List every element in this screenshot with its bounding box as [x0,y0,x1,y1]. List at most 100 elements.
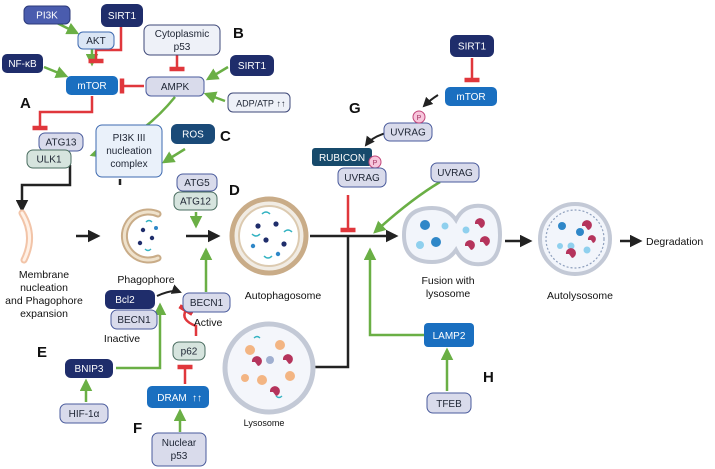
node-atg5-label: ATG5 [184,178,210,189]
node-dram-arrows: ↑↑ [192,393,202,404]
node-cytoplasmic-p53: Cytoplasmic p53 [143,24,221,56]
node-lamp2: LAMP2 [424,323,474,347]
node-atg12-label: ATG12 [180,197,211,208]
autophagosome-illustration [229,196,309,276]
node-nuclear-p53-line2: p53 [171,451,188,462]
fusion-illustration [401,203,503,267]
node-ulk1-label: ULK1 [36,155,61,166]
node-ulk1: ULK1 [26,149,72,169]
node-sirt1-g: SIRT1 [450,35,494,57]
node-ros: ROS [171,124,215,144]
node-pi3k-iii-line3: complex [110,159,147,170]
caption-degradation: Degradation [646,236,703,248]
edge-ros-pi3k3 [161,147,186,164]
caption-lysosome: Lysosome [244,418,285,428]
node-atg5: ATG5 [176,173,218,192]
node-bcl2: Bcl2 [105,290,155,309]
caption-fusion-1: Fusion with [421,275,474,287]
node-becn1-inactive: BECN1 [110,309,158,330]
node-uvrag-g-label: UVRAG [390,128,426,139]
caption-membrane-4: expansion [20,308,68,320]
node-atg12: ATG12 [173,191,218,211]
edge-lamp2-fusion [363,247,425,337]
edge-bcl2-becn1 [156,284,182,297]
node-rubicon: RUBICON P [312,148,382,169]
node-becn1-active: BECN1 [182,292,231,313]
node-becn1-inactive-label: BECN1 [117,315,151,326]
node-tfeb-label: TFEB [436,399,462,410]
edge-uvrag-fusion [373,180,441,234]
node-atg13: ATG13 [38,132,84,152]
edge-nfkb-mtor [43,65,69,78]
caption-membrane-2: nucleation [20,282,68,294]
caption-membrane-1: Membrane [19,269,69,281]
node-mtor-a: mTOR [66,76,118,95]
node-nuclear-p53: Nuclear p53 [151,432,207,467]
node-pi3k-label: PI3K [36,11,58,22]
node-hif1a-label: HIF-1α [69,409,100,420]
node-uvrag-g: UVRAG P [383,110,433,142]
caption-autolysosome: Autolysosome [547,290,613,302]
node-mtor-a-label: mTOR [77,81,106,92]
node-atg13-label: ATG13 [46,138,77,149]
node-nuclear-p53-line1: Nuclear [162,438,197,449]
panel-letter-d: D [229,182,240,199]
edge-sirt1-mtor-inhibit [88,27,123,64]
panel-letter-f: F [133,420,142,437]
node-uvrag-rubicon: UVRAG [337,167,387,188]
node-pi3k-iii-complex: PI3K III nucleation complex [95,124,163,178]
node-cytoplasmic-p53-line2: p53 [174,42,191,53]
node-akt: AKT [77,31,115,50]
caption-active: Active [194,317,223,329]
node-bcl2-label: Bcl2 [115,295,135,306]
node-sirt1-b: SIRT1 [230,55,274,76]
node-akt-label: AKT [86,36,105,47]
node-sirt1-b-label: SIRT1 [238,61,267,72]
edge-mtor-atg13-inhibit [32,96,94,131]
edge-mtor-uvrag [422,94,439,108]
panel-letter-g: G [349,100,361,117]
caption-fusion-2: lysosome [426,288,471,300]
node-dram-label: DRAM [157,393,186,404]
node-sirt1-top-label: SIRT1 [108,11,137,22]
node-pi3k-iii-line1: PI3K III [113,133,146,144]
edge-init-flow [15,165,72,213]
node-adp-atp-arrows: ↑↑ [277,99,286,109]
edge-adp-ampk [203,91,226,104]
node-bnip3-label: BNIP3 [75,364,104,375]
node-pi3k: PI3K [23,5,71,25]
node-hif1a: HIF-1α [59,403,109,424]
node-mtor-g: mTOR [445,87,497,106]
caption-inactive: Inactive [104,333,140,345]
node-sirt1-g-label: SIRT1 [458,42,487,53]
autolysosome-illustration [538,202,612,276]
caption-membrane-3: and Phagophore [5,295,83,307]
node-sirt1-top: SIRT1 [101,4,143,27]
node-nfkb: NF-κB [2,54,43,73]
phospho-badge-rubicon-label: P [373,160,378,167]
panel-letter-h: H [483,369,494,386]
node-becn1-active-label: BECN1 [190,298,224,309]
node-p62-label: p62 [181,347,198,358]
caption-autophagosome: Autophagosome [245,290,322,302]
node-uvrag-rubicon-label: UVRAG [344,173,380,184]
panel-letter-b: B [233,25,244,42]
node-dram: DRAM ↑↑ [147,386,209,408]
node-mtor-g-label: mTOR [456,92,485,103]
panel-letter-e: E [37,344,47,361]
edge-bnip3-bcl2 [116,302,167,370]
panel-letter-c: C [220,128,231,145]
edge-lysosome-fusion [315,236,350,369]
node-ros-label: ROS [182,130,204,141]
node-lamp2-label: LAMP2 [433,331,466,342]
node-adp-atp-label: ADP/ATP [236,99,274,109]
node-ampk: AMPK [145,76,205,97]
caption-phagophore: Phagophore [117,274,174,286]
panel-letter-a: A [20,95,31,112]
node-adp-atp: ADP/ATP ↑↑ [227,92,291,113]
node-uvrag-right-label: UVRAG [437,168,473,179]
phagophore-illustration [120,208,162,264]
edge-sirt1-ampk [205,65,229,81]
edge-p62-bcl2-inhibit [178,304,198,336]
node-tfeb: TFEB [426,392,472,414]
